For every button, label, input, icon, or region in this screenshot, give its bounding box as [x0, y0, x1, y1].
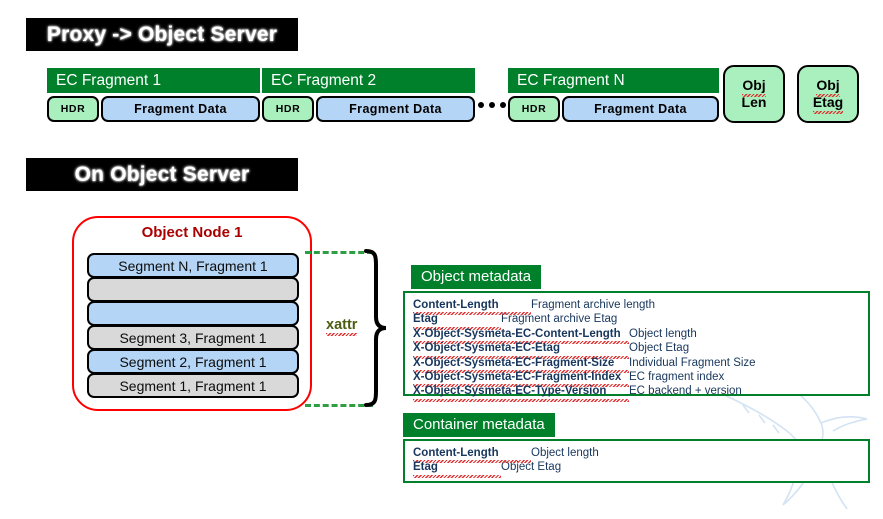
segment-row: Segment N, Fragment 1 — [87, 253, 299, 278]
hdr-box: HDR — [47, 96, 99, 122]
metadata-value: EC fragment index — [629, 371, 725, 384]
metadata-key: Content-Length — [413, 298, 531, 316]
fragment-data-box: Fragment Data — [101, 96, 260, 122]
segment-row: Segment 1, Fragment 1 — [87, 373, 299, 398]
ec-fragment-block-2: EC Fragment 2 HDR Fragment Data — [262, 68, 475, 122]
obj-len-box: Obj Len — [723, 65, 785, 123]
metadata-key: X-Object-Sysmeta-EC-Type-Version — [413, 384, 629, 403]
metadata-key: Etag — [413, 312, 501, 331]
metadata-value: Fragment archive length — [531, 299, 656, 311]
metadata-key: X-Object-Sysmeta-EC-Fragment-Size — [413, 356, 629, 374]
obj-len-line2: Len — [741, 94, 767, 110]
segment-stack: Segment N, Fragment 1 Segment 3, Fragment… — [87, 253, 299, 398]
object-metadata-header: Object metadata — [411, 265, 542, 289]
segment-row — [87, 301, 299, 326]
obj-etag-box: Obj Etag — [797, 65, 859, 123]
metadata-key: X-Object-Sysmeta-EC-Fragment-Index — [413, 370, 629, 388]
metadata-key: X-Object-Sysmeta-EC-Content-Length — [413, 327, 629, 345]
metadata-key: Etag — [413, 460, 501, 479]
ec-fragment-title: EC Fragment 2 — [262, 68, 475, 93]
ec-fragment-body: HDR Fragment Data — [262, 96, 475, 122]
obj-len-line1: Obj — [742, 77, 767, 97]
ec-fragment-block-n: EC Fragment N HDR Fragment Data — [508, 68, 719, 122]
xattr-label: xattr — [326, 317, 358, 336]
metadata-value: Individual Fragment Size — [629, 356, 756, 369]
metadata-value: Object length — [531, 447, 599, 459]
segment-row — [87, 277, 299, 302]
curly-brace-icon — [364, 249, 387, 407]
segment-row: Segment 3, Fragment 1 — [87, 325, 299, 350]
section-banner-object-server: On Object Server — [26, 158, 298, 191]
section-banner-proxy: Proxy -> Object Server — [26, 18, 298, 51]
metadata-value: Fragment archive Etag — [501, 313, 618, 326]
obj-etag-line1: Obj — [816, 77, 841, 97]
ec-fragment-body: HDR Fragment Data — [47, 96, 260, 122]
dashed-connector-bottom — [305, 404, 373, 407]
container-metadata-header: Container metadata — [403, 413, 555, 437]
object-node-outline — [72, 216, 312, 411]
ec-fragment-body: HDR Fragment Data — [508, 96, 719, 122]
metadata-key: X-Object-Sysmeta-EC-Etag — [413, 341, 629, 360]
ec-fragment-title: EC Fragment N — [508, 68, 719, 93]
metadata-value: Object Etag — [629, 342, 690, 355]
ellipsis-icon — [478, 98, 506, 112]
metadata-value: Object Etag — [501, 461, 562, 474]
ec-fragment-block-1: EC Fragment 1 HDR Fragment Data — [47, 68, 260, 122]
ec-fragment-title: EC Fragment 1 — [47, 68, 260, 93]
hdr-box: HDR — [508, 96, 560, 122]
hdr-box: HDR — [262, 96, 314, 122]
obj-etag-line2: Etag — [812, 94, 844, 114]
dashed-connector-top — [305, 251, 373, 254]
fragment-data-box: Fragment Data — [316, 96, 475, 122]
segment-row: Segment 2, Fragment 1 — [87, 349, 299, 374]
object-node-title: Object Node 1 — [141, 224, 243, 241]
metadata-value: Object length — [629, 327, 697, 340]
metadata-value: EC backend + version — [629, 385, 742, 398]
metadata-key: Content-Length — [413, 446, 531, 464]
fragment-data-box: Fragment Data — [562, 96, 719, 122]
